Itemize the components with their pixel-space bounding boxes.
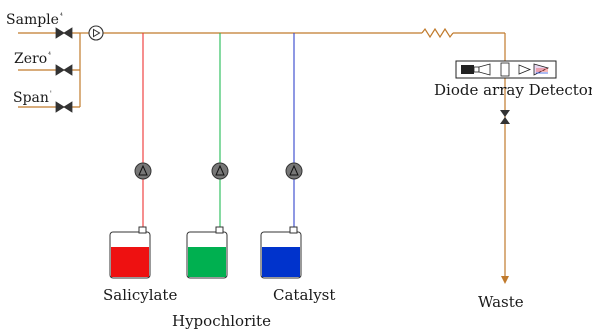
hypochlorite-bottle [186,226,228,279]
check-valve-icon [500,110,510,124]
catalyst-label: Catalyst [273,286,336,304]
mixing-coil-icon [421,27,454,39]
salicylate-label: Salicylate [103,286,178,304]
hypochlorite-pump-icon [211,162,229,180]
flow-arrow-icon [501,276,509,284]
span-valve-icon [55,101,73,113]
waste-label: Waste [478,293,524,311]
salicylate-pump-icon [134,162,152,180]
diode-array-detector-icon [455,60,557,79]
hypochlorite-label: Hypochlorite [172,312,271,330]
zero-label: Zero⁴ [14,51,51,67]
span-label: Span' [13,90,52,106]
pinch-valve-icons [55,27,73,113]
pump-icon [88,25,104,41]
catalyst-pump-icon [285,162,303,180]
reagent-pump-icons [134,162,303,180]
sample-valve-icon [55,27,73,39]
sample-label: Sample⁴ [6,12,63,28]
catalyst-bottle [260,226,302,279]
salicylate-bottle [109,226,151,279]
detector-label: Diode array Detector [434,81,592,99]
zero-valve-icon [55,64,73,76]
